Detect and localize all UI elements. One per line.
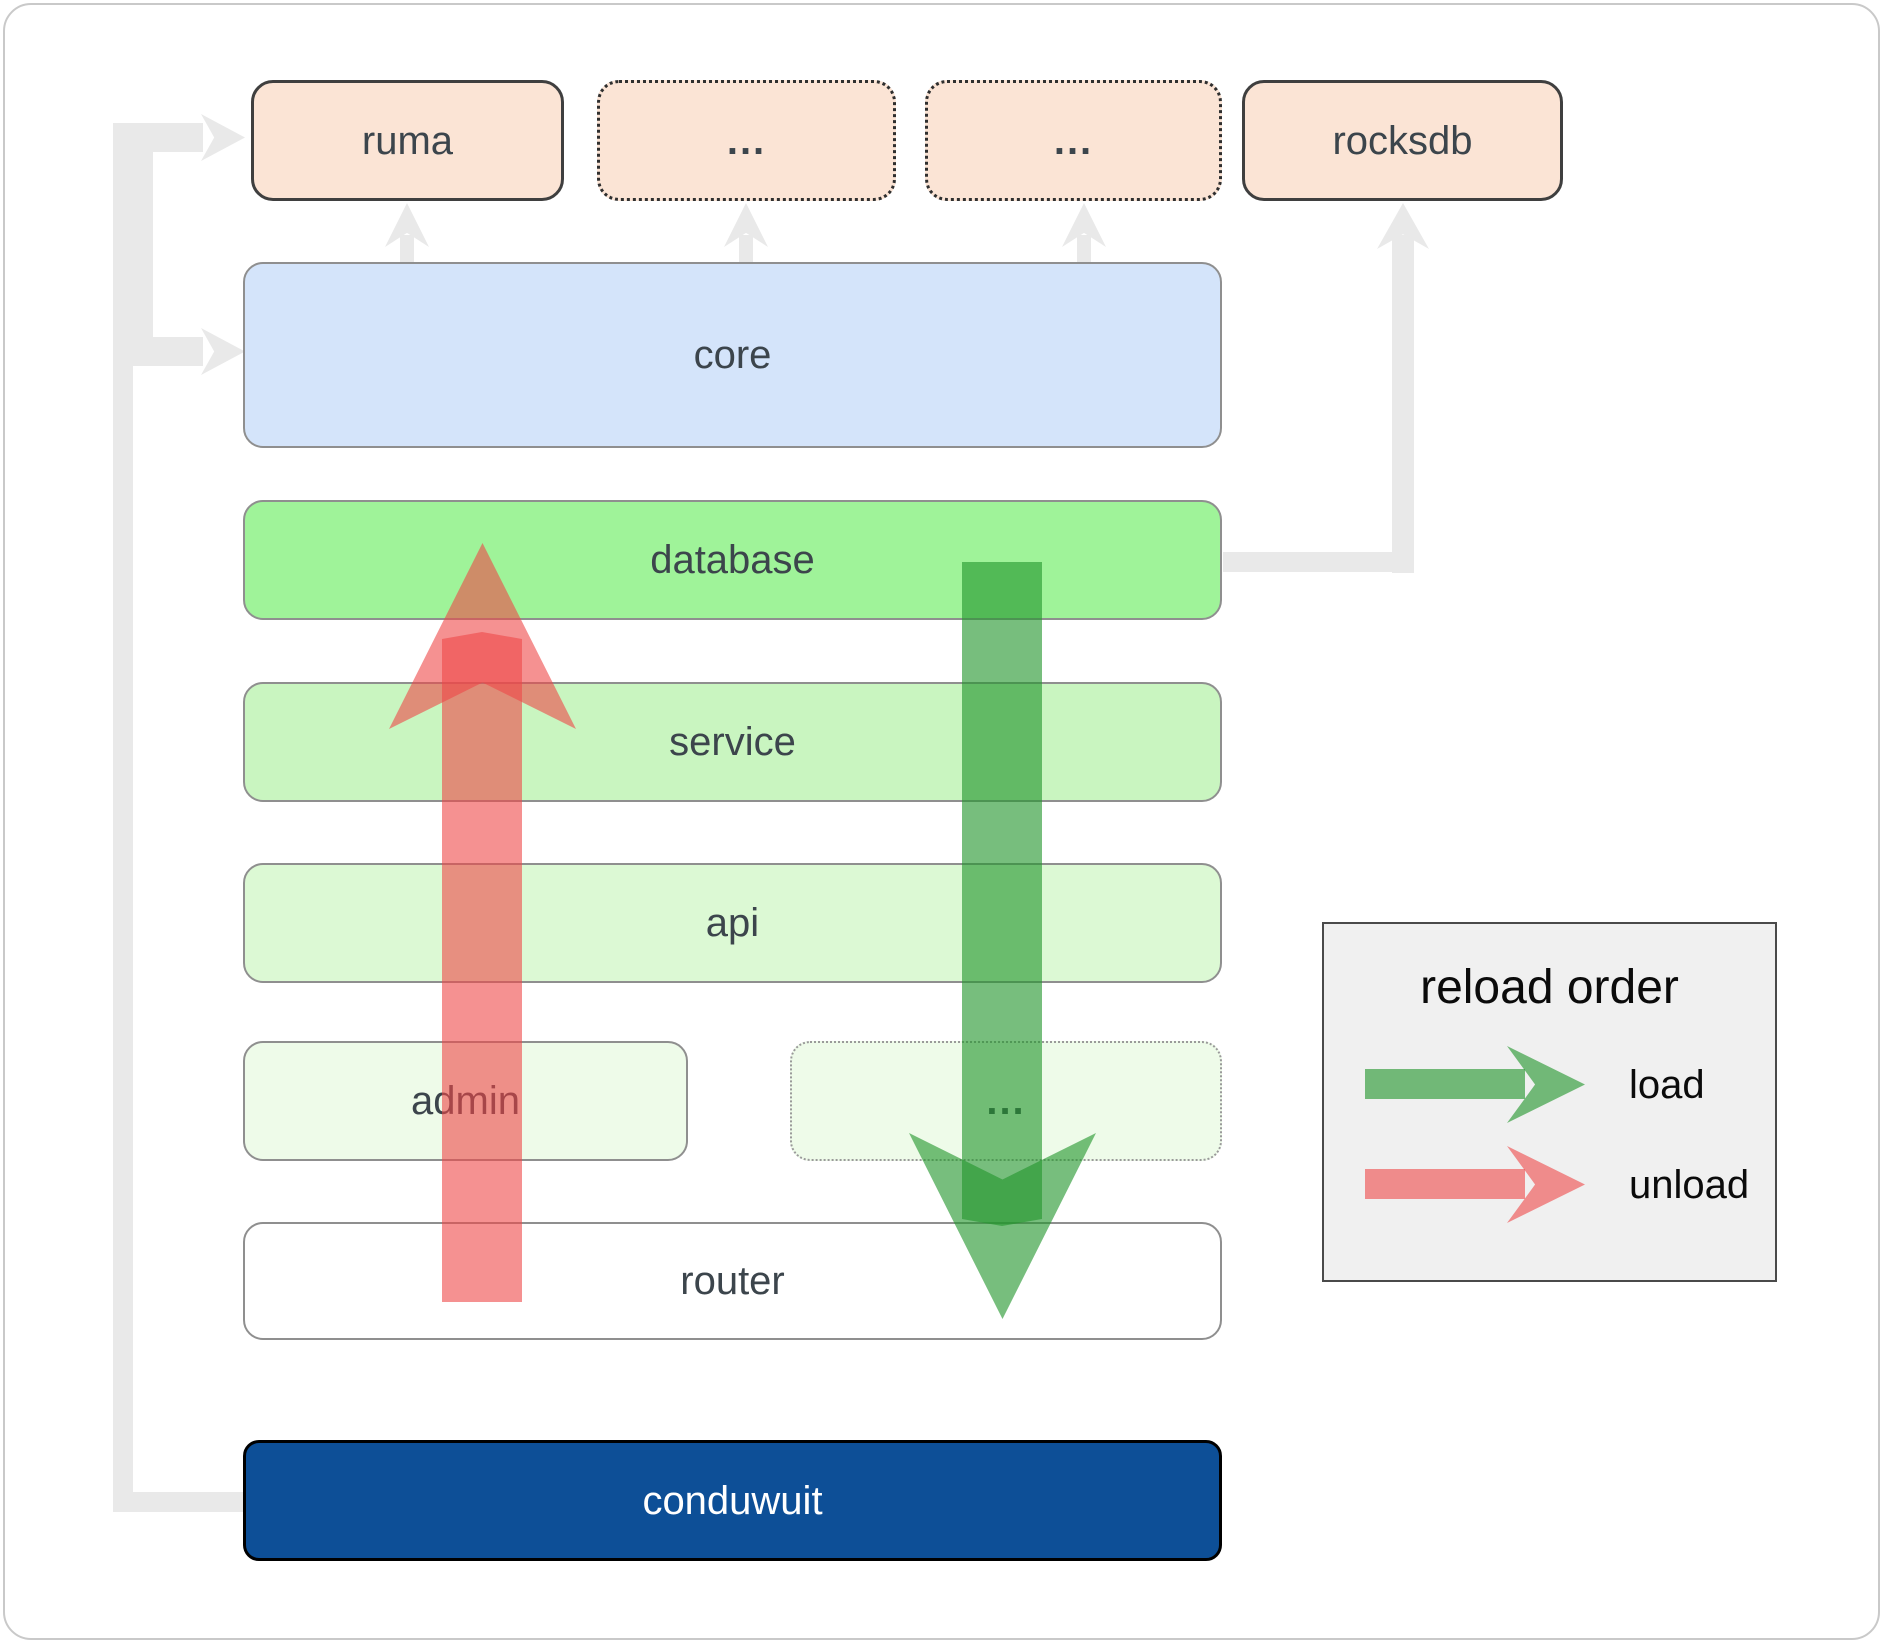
database-to-rocksdb-arrow [1223,552,1414,572]
conduwuit-dependency-stub [113,1492,245,1512]
box-conduwuit: conduwuit [243,1440,1222,1561]
box-service: service [243,682,1222,802]
service-label: service [669,720,796,764]
conduwuit-to-core-arrow [133,337,203,366]
legend-title: reload order [1420,961,1679,1014]
box-crate-ellipsis-2: ... [925,80,1222,201]
conduwuit-dependency-line-inner [133,152,153,366]
router-label: router [680,1259,785,1303]
core-to-ruma-arrow [400,235,414,263]
load-arrow [962,562,1042,1226]
box-database: database [243,500,1222,620]
rocksdb-label: rocksdb [1332,118,1473,163]
core-to-crate-arrow-2 [1077,235,1091,263]
diagram-frame [3,3,1880,1640]
database-label: database [650,538,815,582]
database-to-rocksdb-arrow-vertical [1392,235,1414,573]
box-ruma: ruma [251,80,564,201]
core-label: core [693,333,772,377]
ruma-label: ruma [361,118,454,163]
crate-ellipsis-label-1: ... [726,118,767,163]
box-router: router [243,1222,1222,1340]
conduwuit-label: conduwuit [642,1478,823,1523]
conduwuit-to-ruma-arrow [113,123,203,152]
conduwuit-dependency-line [113,123,133,1512]
api-label: api [705,901,760,945]
core-to-crate-arrow-1 [739,235,753,263]
legend-unload-label: unload [1629,1163,1750,1207]
box-rocksdb: rocksdb [1242,80,1563,201]
legend-load-arrow-icon [1365,1069,1525,1099]
legend: reload order load unload [1322,922,1777,1282]
unload-arrow [442,632,522,1302]
crate-ellipsis-label-2: ... [1053,118,1094,163]
box-core: core [243,262,1222,448]
box-api: api [243,863,1222,983]
box-crate-ellipsis-1: ... [597,80,896,201]
legend-load-label: load [1629,1063,1705,1107]
legend-unload-arrow-icon [1365,1169,1525,1199]
